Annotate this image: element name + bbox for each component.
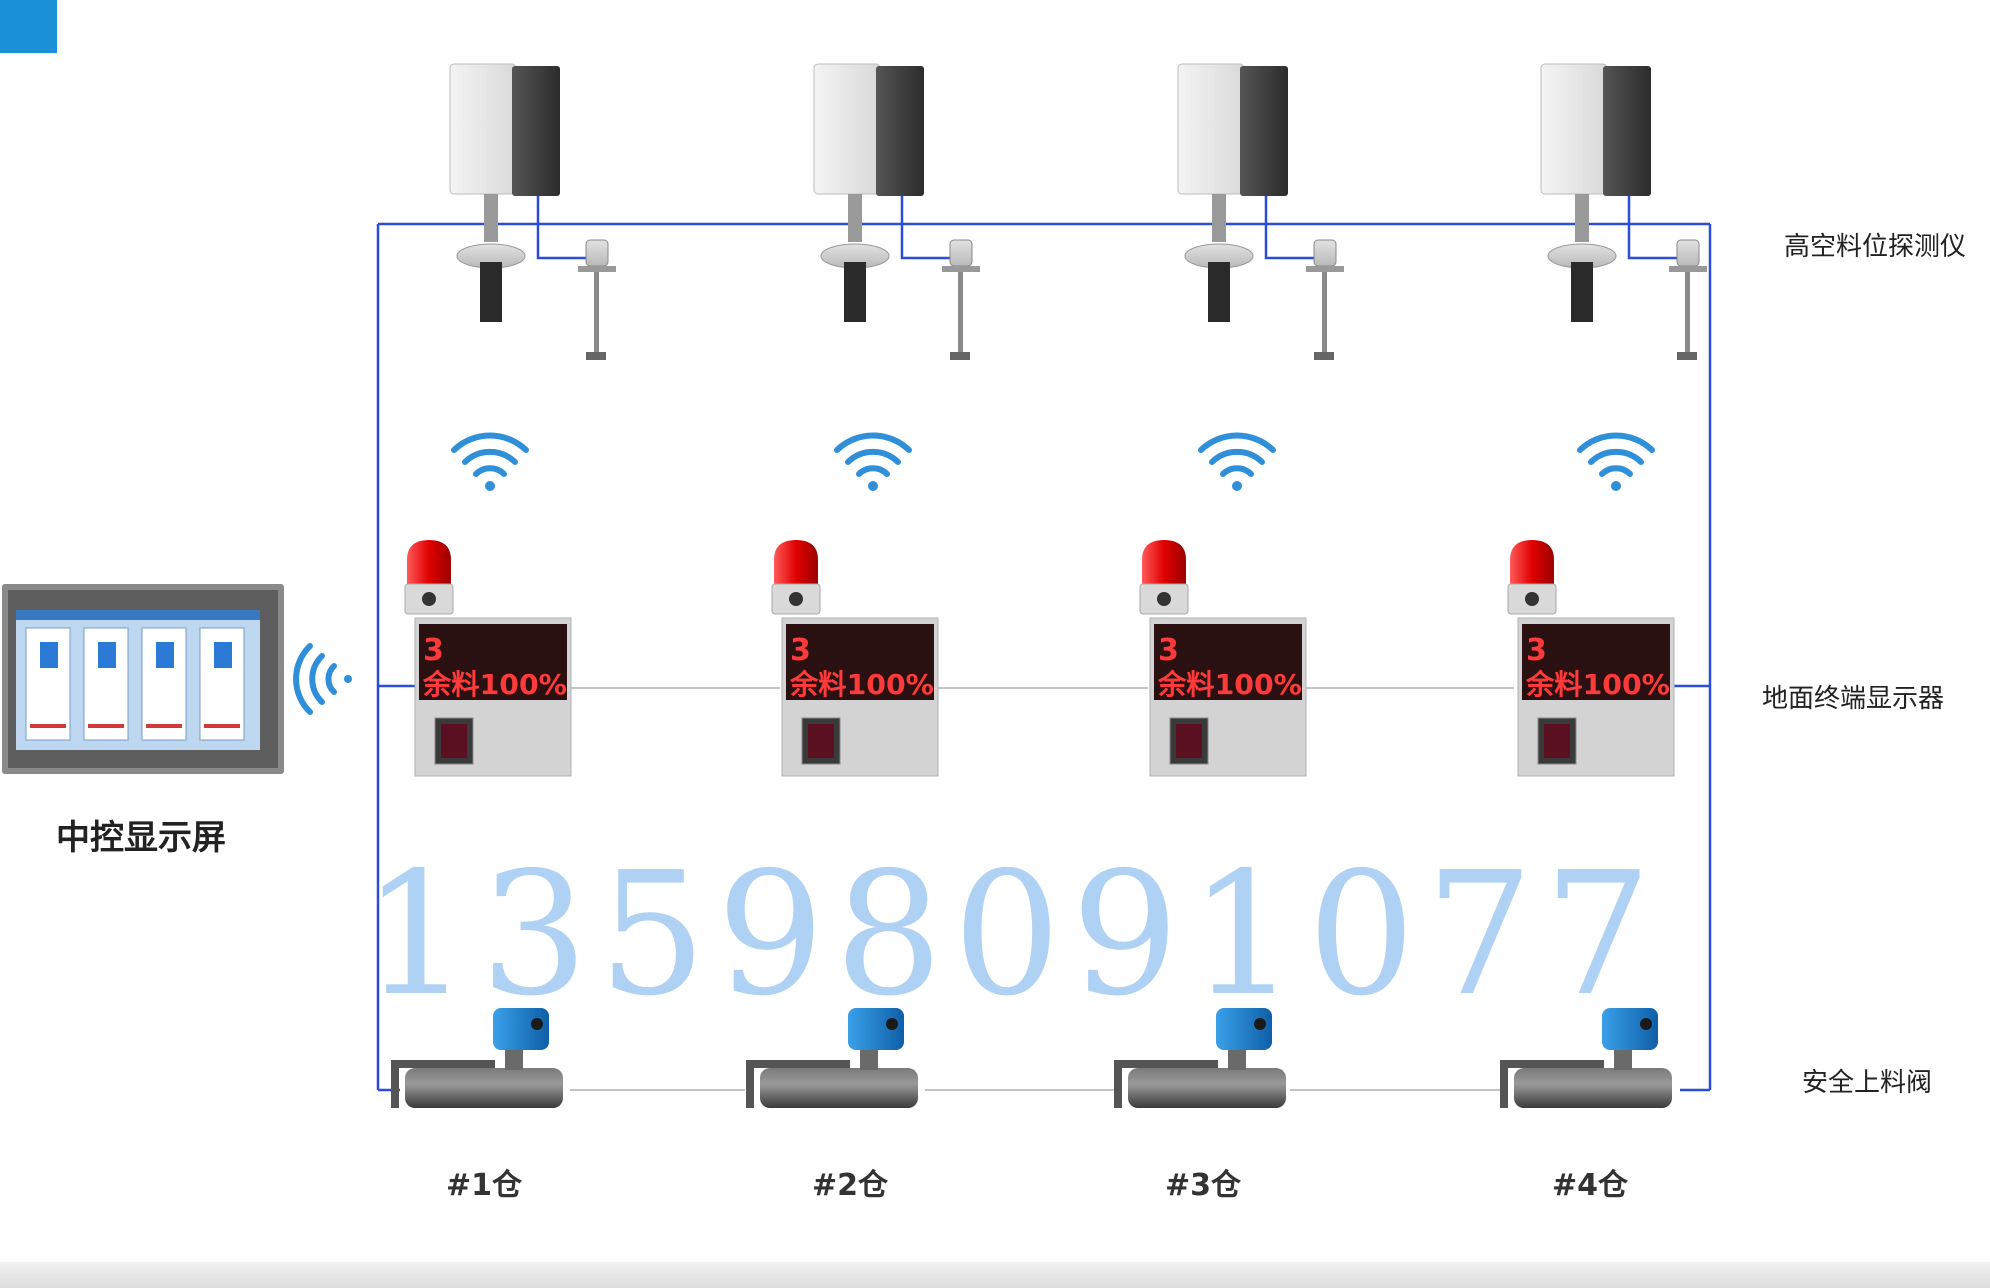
beacon-light-icon xyxy=(771,540,821,615)
valve-row-label: 安全上料阀 xyxy=(1802,1068,1933,1098)
level-detector-icon xyxy=(1540,63,1707,360)
wifi-icon xyxy=(1198,432,1276,491)
bin-label-4: #4仓 xyxy=(1552,1168,1629,1203)
corner-accent xyxy=(0,0,57,53)
bin-label-3: #3仓 xyxy=(1165,1168,1242,1203)
detector-row-label: 高空料位探测仪 xyxy=(1784,232,1967,262)
valve-actuator-icon xyxy=(391,1008,563,1108)
led-line-1: 3 xyxy=(1158,633,1179,668)
hmi-label: 中控显示屏 xyxy=(56,818,226,858)
bin-label-1: #1仓 xyxy=(446,1168,523,1203)
bus-lines xyxy=(376,222,1712,1092)
led-line-1: 3 xyxy=(423,633,444,668)
led-line-2: 余料100% xyxy=(789,668,934,701)
level-detector-icon xyxy=(1177,63,1344,360)
level-detector-icon xyxy=(813,63,980,360)
valve-actuator-icon xyxy=(1500,1008,1672,1108)
valve-actuator-icon xyxy=(746,1008,918,1108)
led-line-2: 余料100% xyxy=(422,668,567,701)
phone-watermark: 13598091077 xyxy=(362,836,1662,1034)
beacon-light-icon xyxy=(1139,540,1189,615)
bus-dashed-lines xyxy=(570,687,1514,1091)
led-line-1: 3 xyxy=(1526,633,1547,668)
wifi-icon xyxy=(451,432,529,491)
bin-label-2: #2仓 xyxy=(812,1168,889,1203)
beacon-light-icon xyxy=(1507,540,1557,615)
wifi-icon xyxy=(1577,432,1655,491)
wifi-icon-hmi xyxy=(293,643,352,715)
display-row-label: 地面终端显示器 xyxy=(1762,684,1945,714)
led-line-2: 余料100% xyxy=(1525,668,1670,701)
led-line-2: 余料100% xyxy=(1157,668,1302,701)
beacon-light-icon xyxy=(404,540,454,615)
hmi-screen-icon xyxy=(2,584,284,774)
level-detector-icon xyxy=(449,63,616,360)
bottom-shade xyxy=(0,1262,1990,1288)
valve-actuator-icon xyxy=(1114,1008,1286,1108)
led-line-1: 3 xyxy=(790,633,811,668)
wifi-icon xyxy=(834,432,912,491)
